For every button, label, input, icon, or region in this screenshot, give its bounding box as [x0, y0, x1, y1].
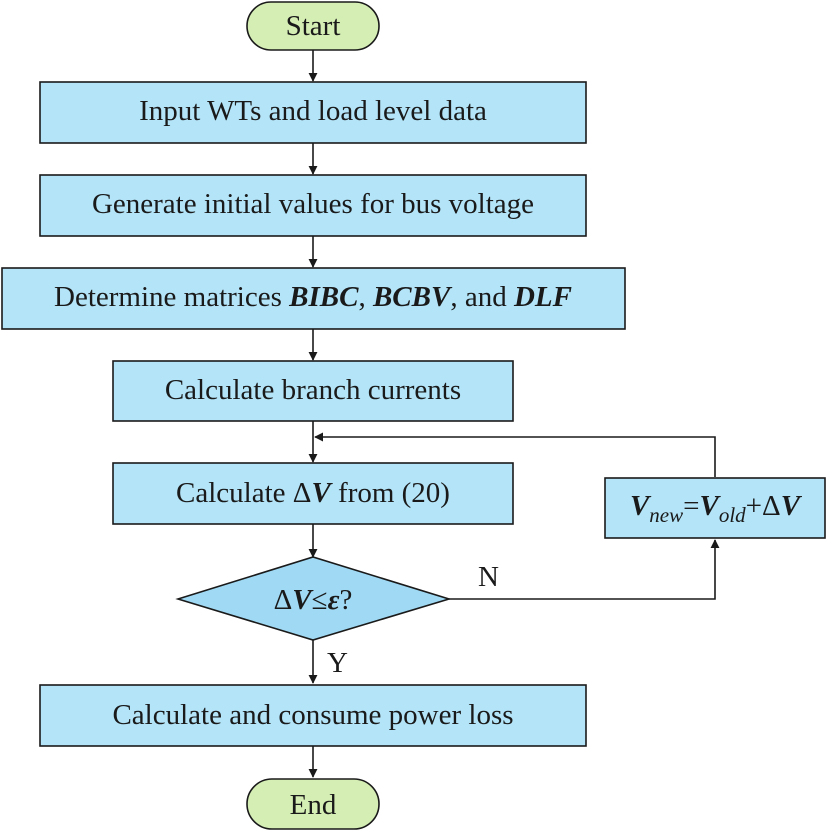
decision-le: ≤ [312, 584, 328, 616]
step-branch-label: Calculate branch currents [165, 374, 461, 406]
end-terminal: End [246, 778, 380, 830]
update-v-old: V [699, 490, 721, 522]
step-update-label: Vnew=Vold+ΔV [630, 490, 803, 527]
decision-v: V [292, 584, 314, 616]
step-final-label: Calculate and consume power loss [112, 699, 513, 731]
update-v-delta: V [781, 490, 803, 522]
deltav-suffix: from (20) [331, 477, 450, 509]
step-deltav-label: Calculate ΔV from (20) [176, 477, 450, 509]
matrices-prefix: Determine matrices [54, 281, 289, 313]
update-v-new: V [630, 490, 652, 522]
update-sub-old: old [719, 503, 746, 527]
arrow-update-loop-back [314, 432, 716, 477]
step-matrices-label: Determine matrices BIBC, BCBV, and DLF [54, 281, 572, 313]
step-branch: Calculate branch currents [112, 360, 514, 422]
decision-label: ΔV≤ε? [274, 584, 353, 616]
step-matrices: Determine matrices BIBC, BCBV, and DLF [1, 267, 626, 330]
matrix-bibc: BIBC [288, 281, 359, 313]
decision-yes-label: Y [327, 647, 348, 679]
update-eq: = [683, 490, 699, 522]
step-update: Vnew=Vold+ΔV [604, 477, 826, 539]
step-input-label: Input WTs and load level data [139, 95, 487, 127]
step-init: Generate initial values for bus voltage [39, 174, 587, 237]
update-plus: + [746, 490, 762, 522]
decision-diamond: ΔV≤ε? [175, 556, 452, 641]
update-delta: Δ [762, 490, 781, 522]
matrix-dlf: DLF [513, 281, 572, 313]
step-final: Calculate and consume power loss [39, 684, 587, 747]
decision-eps: ε [328, 584, 340, 616]
decision-q: ? [339, 584, 352, 616]
start-terminal: Start [246, 1, 380, 51]
step-init-label: Generate initial values for bus voltage [92, 188, 534, 220]
start-label: Start [286, 10, 341, 42]
matrix-bcbv: BCBV [372, 281, 453, 313]
step-deltav: Calculate ΔV from (20) [112, 462, 514, 525]
matrices-sep2: , and [450, 281, 514, 313]
decision-delta: Δ [274, 584, 293, 616]
deltav-delta: Δ [293, 477, 312, 509]
update-sub-new: new [649, 503, 683, 527]
decision-no-label: N [478, 561, 499, 593]
arrow-decision-no-to-update [449, 539, 720, 600]
matrices-sep1: , [358, 281, 373, 313]
deltav-prefix: Calculate [176, 477, 293, 509]
step-input: Input WTs and load level data [39, 81, 587, 144]
end-label: End [290, 789, 337, 821]
connectors [308, 50, 720, 778]
deltav-v: V [311, 477, 333, 509]
